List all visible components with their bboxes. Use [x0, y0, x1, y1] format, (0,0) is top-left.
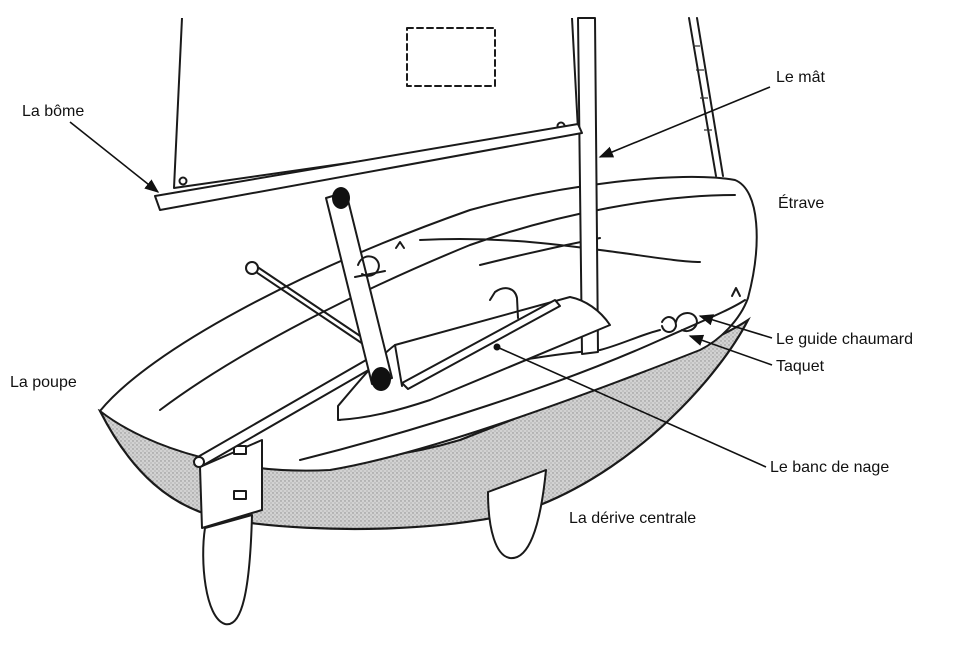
- leader-lines: [69, 86, 773, 468]
- centerboard: [487, 469, 547, 560]
- label-stern: La poupe: [10, 374, 77, 391]
- thwart-leader: [496, 346, 767, 468]
- fairlead-and-cleat: [661, 312, 698, 333]
- label-boom: La bôme: [22, 103, 84, 120]
- mast: [577, 17, 599, 355]
- tiller-extension: [245, 261, 376, 351]
- label-mast: Le mât: [776, 69, 825, 86]
- label-fairlead: Le guide chaumard: [776, 331, 913, 348]
- fairlead-leader: [698, 314, 773, 339]
- rudder: [199, 439, 263, 626]
- deck-fittings: [354, 241, 741, 297]
- boom: [154, 123, 583, 211]
- label-centerboard: La dérive centrale: [569, 510, 696, 527]
- cleat-leader: [688, 334, 773, 366]
- boom-leader: [69, 121, 160, 193]
- thwart-leader-dot: [493, 343, 501, 351]
- mainsheet-strut: [325, 187, 393, 391]
- label-thwart: Le banc de nage: [770, 459, 889, 476]
- mast-leader: [598, 86, 771, 158]
- forestay: [688, 17, 724, 177]
- label-bow: Étrave: [778, 193, 824, 212]
- label-cleat: Taquet: [776, 358, 825, 375]
